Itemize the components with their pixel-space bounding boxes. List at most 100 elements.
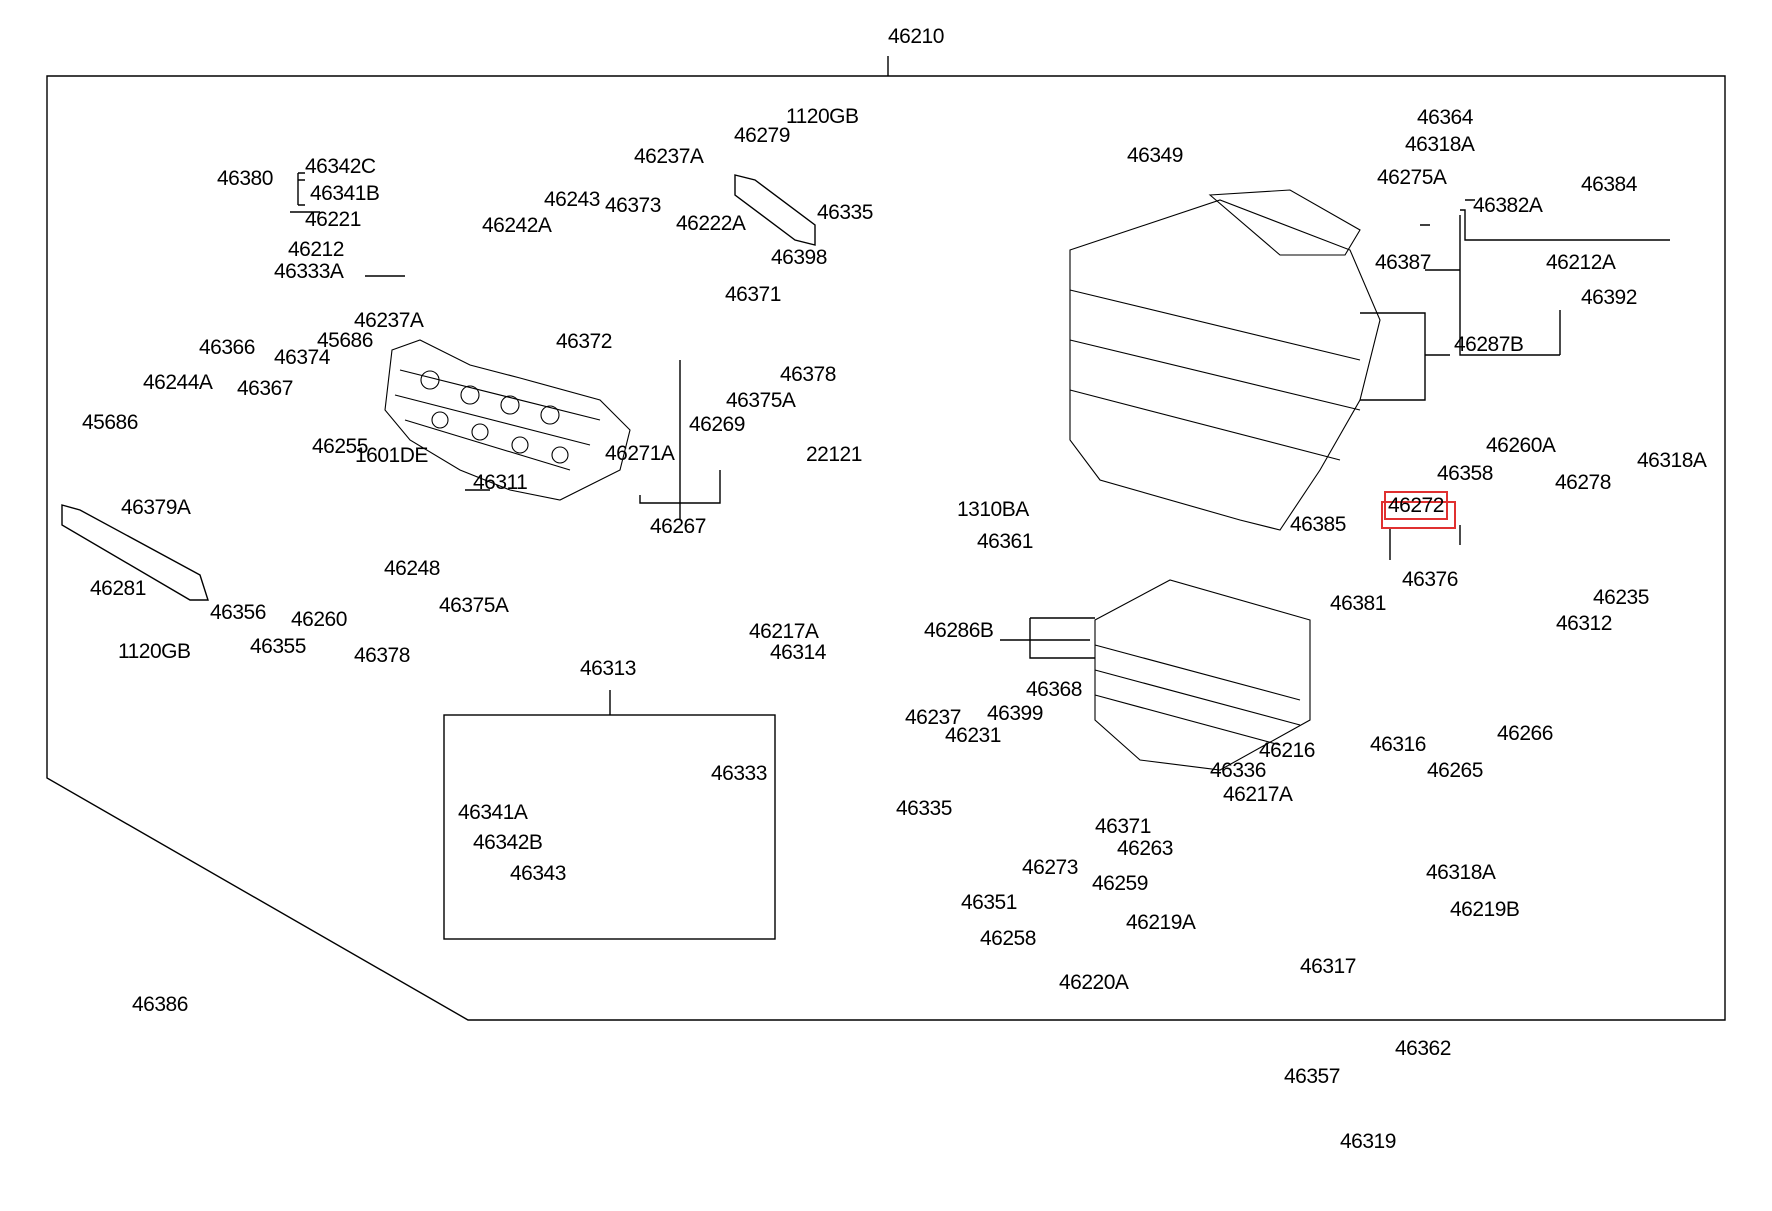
part-label-46217a[interactable]: 46217A [749,620,819,643]
part-label-46335[interactable]: 46335 [896,797,952,820]
part-label-46237[interactable]: 46237 [905,706,961,729]
part-label-1601de[interactable]: 1601DE [355,444,428,467]
part-label-46375a[interactable]: 46375A [726,389,796,412]
part-label-46235[interactable]: 46235 [1593,586,1649,609]
part-label-46286b[interactable]: 46286B [924,619,994,642]
part-label-46371[interactable]: 46371 [725,283,781,306]
part-label-46260a[interactable]: 46260A [1486,434,1556,457]
part-label-46313[interactable]: 46313 [580,657,636,680]
part-label-46392[interactable]: 46392 [1581,286,1637,309]
part-label-46342c[interactable]: 46342C [305,155,376,178]
part-label-46269[interactable]: 46269 [689,413,745,436]
part-label-46272[interactable]: 46272 [1384,491,1448,520]
part-label-46244a[interactable]: 46244A [143,371,213,394]
part-label-46237a[interactable]: 46237A [354,309,424,332]
part-label-46275a[interactable]: 46275A [1377,166,1447,189]
part-label-46219b[interactable]: 46219B [1450,898,1520,921]
part-label-46318a[interactable]: 46318A [1405,133,1475,156]
part-label-46265[interactable]: 46265 [1427,759,1483,782]
part-label-46212a[interactable]: 46212A [1546,251,1616,274]
part-label-46210[interactable]: 46210 [888,25,944,48]
part-label-46258[interactable]: 46258 [980,927,1036,950]
part-label-46263[interactable]: 46263 [1117,837,1173,860]
part-label-46266[interactable]: 46266 [1497,722,1553,745]
part-label-46279[interactable]: 46279 [734,124,790,147]
part-label-45686[interactable]: 45686 [82,411,138,434]
part-label-46343[interactable]: 46343 [510,862,566,885]
part-label-1310ba[interactable]: 1310BA [957,498,1029,521]
part-label-46342b[interactable]: 46342B [473,831,543,854]
part-label-46351[interactable]: 46351 [961,891,1017,914]
part-label-46255[interactable]: 46255 [312,435,368,458]
part-label-46318a[interactable]: 46318A [1426,861,1496,884]
part-label-46387[interactable]: 46387 [1375,251,1431,274]
part-label-46386[interactable]: 46386 [132,993,188,1016]
part-label-46222a[interactable]: 46222A [676,212,746,235]
part-label-1120gb[interactable]: 1120GB [118,640,191,663]
part-label-46312[interactable]: 46312 [1556,612,1612,635]
part-label-46374[interactable]: 46374 [274,346,330,369]
part-label-46380[interactable]: 46380 [217,167,273,190]
part-label-46398[interactable]: 46398 [771,246,827,269]
part-label-46273[interactable]: 46273 [1022,856,1078,879]
part-label-46318a[interactable]: 46318A [1637,449,1707,472]
part-label-46358[interactable]: 46358 [1437,462,1493,485]
part-label-46287b[interactable]: 46287B [1454,333,1524,356]
part-label-46384[interactable]: 46384 [1581,173,1637,196]
part-label-46333[interactable]: 46333 [711,762,767,785]
part-label-46372[interactable]: 46372 [556,330,612,353]
assembly-frame [46,75,1726,1021]
part-label-46316[interactable]: 46316 [1370,733,1426,756]
part-label-46248[interactable]: 46248 [384,557,440,580]
part-label-46311[interactable]: 46311 [473,471,528,494]
part-label-46341b[interactable]: 46341B [310,182,380,205]
part-label-46243[interactable]: 46243 [544,188,600,211]
part-label-46373[interactable]: 46373 [605,194,661,217]
part-label-46364[interactable]: 46364 [1417,106,1473,129]
part-label-46260[interactable]: 46260 [291,608,347,631]
part-label-46379a[interactable]: 46379A [121,496,191,519]
part-label-46376[interactable]: 46376 [1402,568,1458,591]
part-label-46368[interactable]: 46368 [1026,678,1082,701]
part-label-46278[interactable]: 46278 [1555,471,1611,494]
part-label-46378[interactable]: 46378 [780,363,836,386]
part-label-46237a[interactable]: 46237A [634,145,704,168]
part-label-46336[interactable]: 46336 [1210,759,1266,782]
part-label-46242a[interactable]: 46242A [482,214,552,237]
part-label-46378[interactable]: 46378 [354,644,410,667]
part-label-46371[interactable]: 46371 [1095,815,1151,838]
part-label-46382a[interactable]: 46382A [1473,194,1543,217]
part-label-46259[interactable]: 46259 [1092,872,1148,895]
part-label-46366[interactable]: 46366 [199,336,255,359]
part-label-46361[interactable]: 46361 [977,530,1033,553]
part-label-46355[interactable]: 46355 [250,635,306,658]
part-label-46399[interactable]: 46399 [987,702,1043,725]
part-label-46314[interactable]: 46314 [770,641,826,664]
part-label-46341a[interactable]: 46341A [458,801,528,824]
part-label-46219a[interactable]: 46219A [1126,911,1196,934]
part-label-46317[interactable]: 46317 [1300,955,1356,978]
part-label-46385[interactable]: 46385 [1290,513,1346,536]
part-label-46335[interactable]: 46335 [817,201,873,224]
part-label-46357[interactable]: 46357 [1284,1065,1340,1088]
part-label-46217a[interactable]: 46217A [1223,783,1293,806]
part-label-46362[interactable]: 46362 [1395,1037,1451,1060]
part-label-46319[interactable]: 46319 [1340,1130,1396,1153]
part-label-46367[interactable]: 46367 [237,377,293,400]
part-label-46221[interactable]: 46221 [305,208,361,231]
part-label-46271a[interactable]: 46271A [605,442,675,465]
part-label-46281[interactable]: 46281 [90,577,146,600]
part-label-46349[interactable]: 46349 [1127,144,1183,167]
part-label-45686[interactable]: 45686 [317,329,373,352]
part-label-46381[interactable]: 46381 [1330,592,1386,615]
part-label-46375a[interactable]: 46375A [439,594,509,617]
part-label-22121[interactable]: 22121 [806,443,862,466]
part-label-46356[interactable]: 46356 [210,601,266,624]
part-label-46216[interactable]: 46216 [1259,739,1315,762]
part-label-46212[interactable]: 46212 [288,238,344,261]
part-label-46220a[interactable]: 46220A [1059,971,1129,994]
part-label-1120gb[interactable]: 1120GB [786,105,859,128]
part-label-46333a[interactable]: 46333A [274,260,344,283]
part-label-46267[interactable]: 46267 [650,515,706,538]
part-label-46231[interactable]: 46231 [945,724,1001,747]
